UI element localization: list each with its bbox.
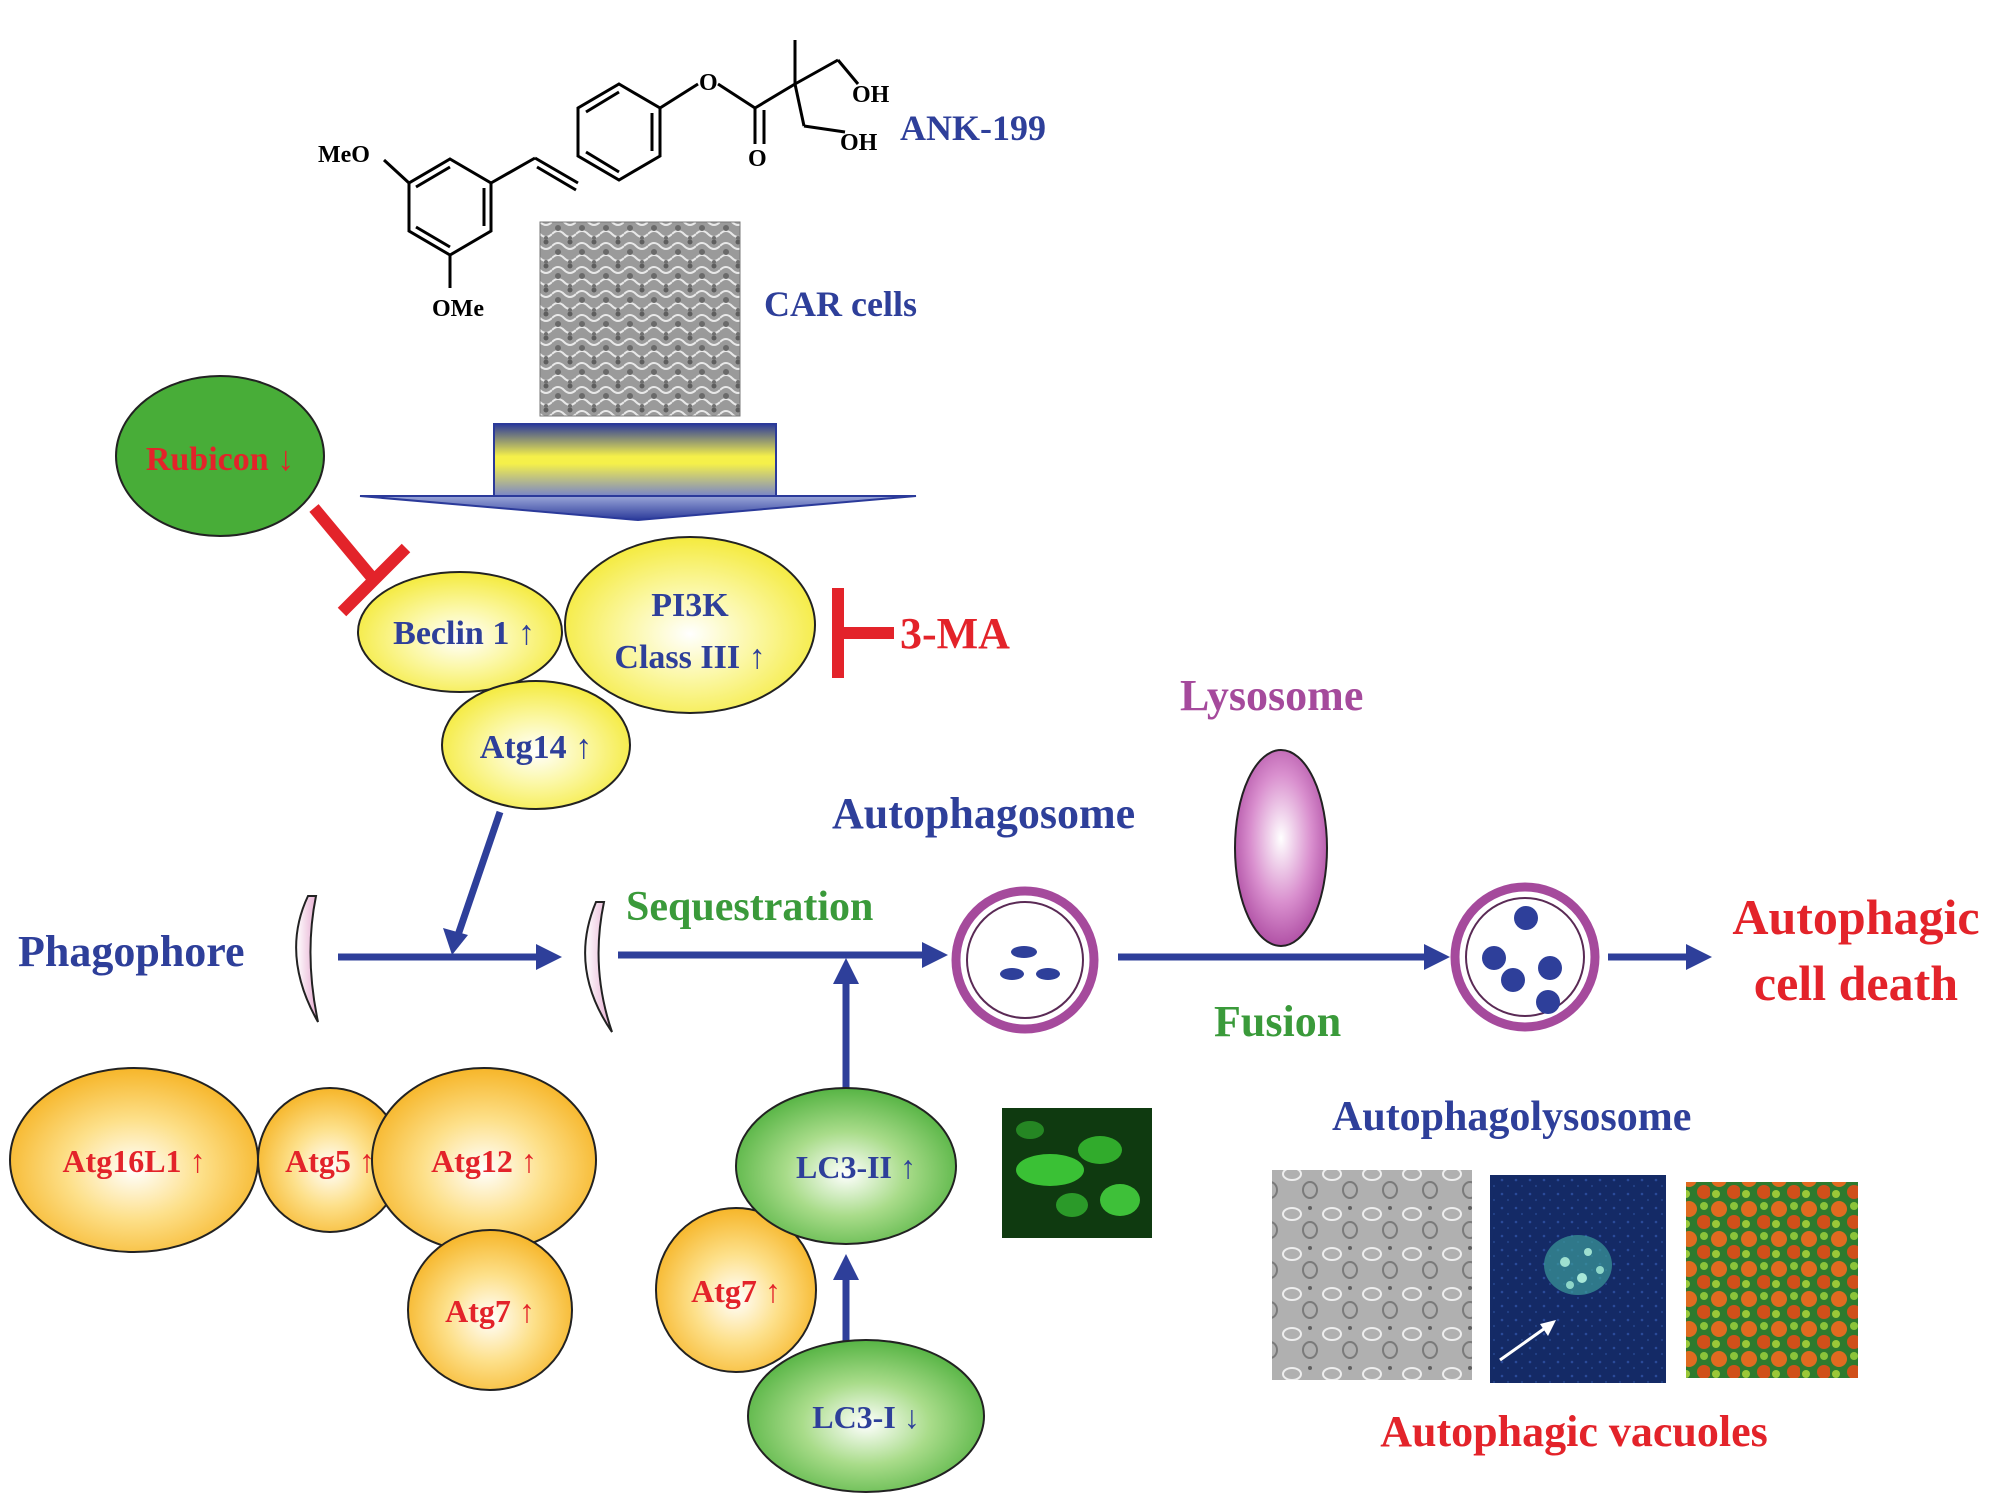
autophagolysosome-cargo: [1501, 968, 1525, 992]
meo-label: MeO: [318, 142, 370, 168]
beclin-node: [357, 571, 563, 693]
atg7-left-label: Atg7 ↑: [445, 1293, 535, 1329]
compound-name: ANK-199: [900, 108, 1046, 148]
rubicon-label: Rubicon ↓: [146, 441, 294, 478]
lysosome-shape: [1234, 749, 1328, 947]
vacuole-pointer-arrow: [1499, 1324, 1549, 1362]
autophagosome-label: Autophagosome: [832, 789, 1135, 838]
pi3k-label-line2: Class III ↑: [614, 639, 765, 676]
atg7-left-node: [407, 1229, 573, 1391]
beclin-label: Beclin 1 ↑: [393, 615, 535, 652]
autophagosome-cargo: [1011, 946, 1037, 958]
fusion-label: Fusion: [1214, 997, 1341, 1046]
atg12-label: Atg12 ↑: [431, 1143, 537, 1179]
rubicon-inhibition-bar: [337, 543, 411, 617]
pi3k-node: [564, 536, 816, 714]
lc3ii-node: [735, 1087, 957, 1245]
autophagolysosome-shape: [1450, 882, 1600, 1032]
car-cells-micrograph: [539, 221, 741, 417]
carbonyl-oxygen-label: O: [748, 146, 767, 172]
ome-label: OMe: [432, 296, 484, 322]
sequestration-label: Sequestration: [626, 884, 873, 930]
lc3i-label: LC3-I ↓: [812, 1399, 920, 1435]
phagophore-shape: [295, 895, 319, 1023]
autophagosome-cargo: [1036, 968, 1060, 980]
pi3k-label-line1: PI3K: [651, 587, 729, 624]
car-cells-label: CAR cells: [764, 284, 917, 324]
atg5-label: Atg5 ↑: [285, 1143, 375, 1179]
autophagolysosome-label: Autophagolysosome: [1332, 1094, 1691, 1140]
acridine-orange-image: [1686, 1182, 1858, 1378]
lysosome-label: Lysosome: [1180, 671, 1363, 720]
autophagolysosome-cargo: [1538, 956, 1562, 980]
lc3-fluorescence-image: [1002, 1108, 1152, 1238]
treatment-bar: [493, 423, 777, 497]
phagophore-label: Phagophore: [18, 927, 245, 976]
autophagosome-shape: [951, 886, 1099, 1034]
atg14-node: [441, 680, 631, 810]
rubicon-inhibition-line: [309, 504, 379, 584]
lc3ii-label: LC3-II ↑: [796, 1149, 916, 1185]
autophagosome-cargo: [1000, 968, 1024, 980]
phase-contrast-image: [1272, 1170, 1472, 1380]
complex-to-elongation-arrow: [454, 810, 504, 937]
cell-death-label-line2: cell death: [1754, 955, 1958, 1011]
autophagic-vacuoles-label: Autophagic vacuoles: [1380, 1407, 1767, 1456]
treatment-arrow: [359, 495, 917, 522]
autophagolysosome-cargo: [1514, 906, 1538, 930]
atg16l1-label: Atg16L1 ↑: [62, 1143, 205, 1179]
mdc-staining-image: [1490, 1175, 1666, 1383]
ester-oxygen-label: O: [699, 70, 718, 96]
hydroxyl-label-top: OH: [852, 82, 890, 108]
ank-199-structure: [382, 40, 860, 288]
hydroxyl-label-bottom: OH: [840, 130, 878, 156]
atg7-right-label: Atg7 ↑: [691, 1273, 781, 1309]
atg14-label: Atg14 ↑: [480, 729, 592, 766]
autophagolysosome-cargo: [1536, 990, 1560, 1014]
autophagolysosome-cargo: [1482, 946, 1506, 970]
cell-death-label-line1: Autophagic: [1732, 889, 1979, 945]
lc3i-node: [747, 1339, 985, 1493]
isolation-membrane-shape: [584, 901, 613, 1033]
rubicon-node: [115, 375, 325, 537]
atg7-right-node: [655, 1207, 817, 1373]
3ma-label: 3-MA: [900, 609, 1010, 658]
